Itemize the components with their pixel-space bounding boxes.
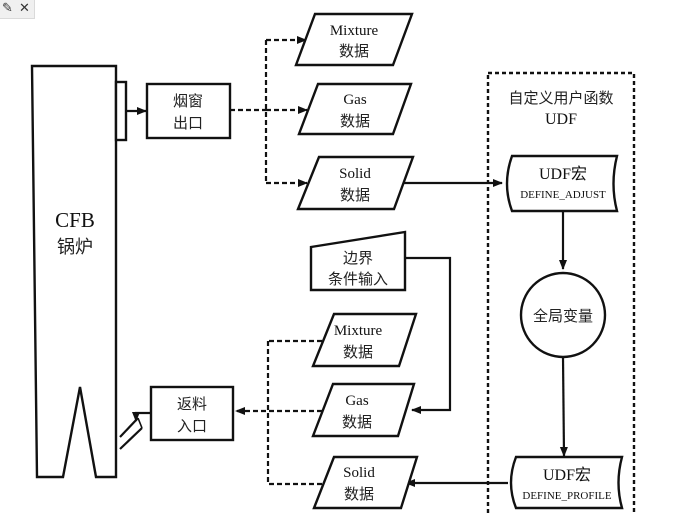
global-variables-label: 全局变量 bbox=[533, 307, 593, 325]
chimney-stub bbox=[114, 80, 128, 142]
udf-profile-line2: DEFINE_PROFILE bbox=[522, 490, 612, 502]
bottom-solid-line1: Solid bbox=[343, 465, 375, 481]
chimney-outlet-line2: 出口 bbox=[173, 114, 203, 132]
toolbar: ✎ ✕ bbox=[0, 0, 35, 19]
boundary-input-line2: 条件输入 bbox=[328, 270, 388, 288]
chimney-outlet-box[interactable]: 烟窗 出口 bbox=[145, 82, 232, 140]
spellcheck-icon[interactable]: ✎ bbox=[2, 1, 13, 16]
bottom-mixture-line2: 数据 bbox=[343, 343, 373, 361]
global-variables[interactable]: 全局变量 bbox=[519, 271, 607, 359]
arrow-boundary-to-gas bbox=[405, 256, 452, 414]
top-mixture-line2: 数据 bbox=[339, 42, 369, 60]
boundary-condition-input[interactable]: 边界 条件输入 bbox=[309, 230, 407, 292]
udf-group-border bbox=[486, 71, 636, 515]
boiler-label-en: CFB bbox=[55, 208, 95, 232]
return-inlet-line2: 入口 bbox=[177, 417, 207, 435]
top-gas-data[interactable]: Gas 数据 bbox=[297, 82, 413, 136]
arrow-globals-to-profile bbox=[559, 356, 568, 457]
udf-adjust-line2: DEFINE_ADJUST bbox=[520, 189, 606, 201]
return-inlet-box[interactable]: 返料 入口 bbox=[149, 385, 235, 442]
top-solid-line1: Solid bbox=[339, 166, 371, 182]
bottom-gas-data[interactable]: Gas 数据 bbox=[311, 382, 416, 438]
udf-group-subtitle: UDF bbox=[545, 111, 577, 128]
udf-group-title: 自定义用户函数 bbox=[508, 89, 613, 107]
top-gas-line2: 数据 bbox=[340, 112, 370, 130]
bottom-dashed-connectors bbox=[235, 339, 322, 486]
top-mixture-data[interactable]: Mixture 数据 bbox=[294, 12, 414, 67]
chimney-outlet-line1: 烟窗 bbox=[173, 92, 203, 110]
bottom-gas-line2: 数据 bbox=[342, 413, 372, 431]
top-mixture-line1: Mixture bbox=[330, 23, 379, 39]
bottom-gas-line1: Gas bbox=[345, 393, 368, 409]
top-dashed-connectors bbox=[230, 36, 308, 187]
udf-define-profile[interactable]: UDF宏 DEFINE_PROFILE bbox=[509, 455, 624, 510]
return-pipe bbox=[119, 417, 143, 450]
top-solid-data[interactable]: Solid 数据 bbox=[296, 155, 415, 211]
arrow-inlet-to-pipe bbox=[132, 411, 151, 422]
udf-define-adjust[interactable]: UDF宏 DEFINE_ADJUST bbox=[505, 154, 619, 213]
boiler-label-zh: 锅炉 bbox=[57, 237, 93, 258]
udf-adjust-line1: UDF宏 bbox=[539, 165, 587, 183]
udf-profile-line1: UDF宏 bbox=[543, 466, 591, 484]
bottom-solid-line2: 数据 bbox=[344, 485, 374, 503]
bottom-mixture-line1: Mixture bbox=[334, 323, 383, 339]
close-icon[interactable]: ✕ bbox=[19, 1, 30, 16]
boundary-input-line1: 边界 bbox=[343, 249, 373, 267]
bottom-mixture-data[interactable]: Mixture 数据 bbox=[311, 312, 418, 368]
top-solid-line2: 数据 bbox=[340, 186, 370, 204]
bottom-solid-data[interactable]: Solid 数据 bbox=[312, 455, 419, 510]
cfb-boiler: CFB 锅炉 bbox=[30, 64, 118, 479]
top-gas-line1: Gas bbox=[343, 92, 366, 108]
return-inlet-line1: 返料 bbox=[177, 395, 207, 413]
